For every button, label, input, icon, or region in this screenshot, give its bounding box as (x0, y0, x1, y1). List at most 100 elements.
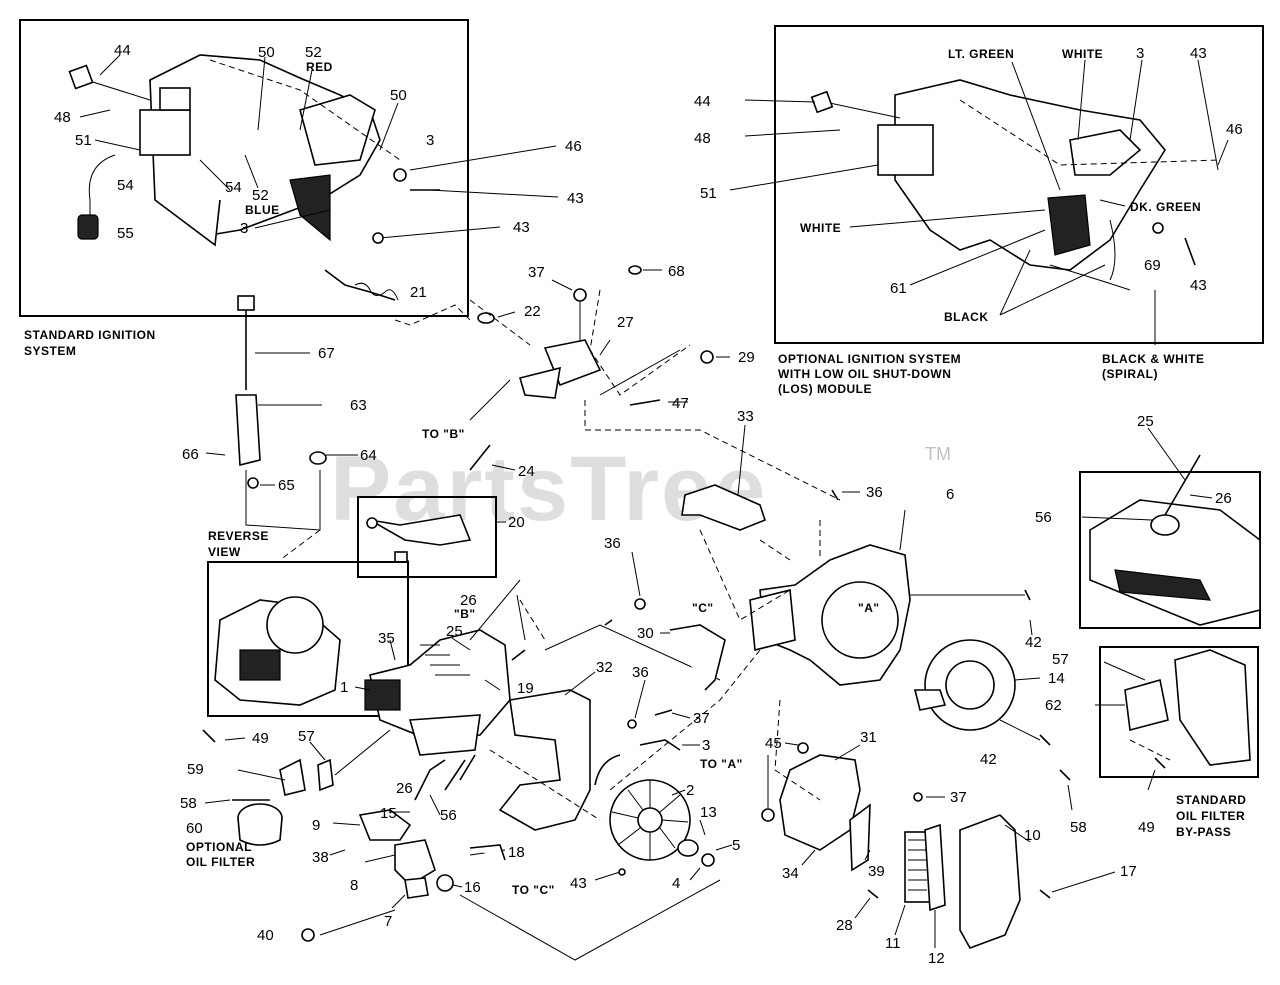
callout-25: 25 (446, 623, 463, 640)
callout-28: 28 (836, 917, 853, 934)
callout-57: 57 (298, 728, 315, 745)
fan-hub-13 (677, 839, 699, 857)
callout-50-b: 50 (390, 87, 407, 104)
los-module-61 (1047, 194, 1091, 256)
callout-3-optional: 3 (1136, 45, 1144, 62)
callout-52: 52 (305, 44, 322, 61)
black-white-spiral-label-1: BLACK & WHITE (1102, 352, 1205, 366)
carburetor-group: 15 9 38 8 7 40 16 26 56 18 TO "C" (257, 754, 721, 961)
callout-3-flywheel: 3 (702, 737, 710, 754)
callout-8: 8 (350, 877, 358, 894)
callout-51: 51 (75, 132, 92, 149)
standard-ignition-label-2: SYSTEM (24, 344, 76, 358)
callout-59: 59 (187, 761, 204, 778)
watermark-text: PartsTree (330, 438, 767, 540)
callout-64: 64 (360, 447, 377, 464)
clip-57 (317, 758, 334, 792)
wire-white-left-label: WHITE (800, 221, 841, 235)
bypass-inset-frame (1099, 646, 1259, 778)
callout-58: 58 (180, 795, 197, 812)
optional-ignition-label-2: WITH LOW OIL SHUT-DOWN (778, 367, 951, 381)
wire-blue-label: BLUE (245, 203, 280, 217)
bracket-33-group: 33 (681, 408, 791, 621)
callout-21: 21 (410, 284, 427, 301)
standard-ignition-inset: 44 48 51 54 55 54 50 52 RED 50 52 BLUE 3… (19, 19, 584, 317)
cylinder-block-1 (369, 629, 511, 741)
black-white-spiral-label-2: (SPIRAL) (1102, 367, 1158, 381)
callout-58-bypass: 58 (1070, 819, 1087, 836)
callout-42-b: 42 (980, 751, 997, 768)
callout-13: 13 (700, 804, 717, 821)
callout-10: 10 (1024, 827, 1041, 844)
optional-ignition-inset: 44 48 51 LT. GREEN WHITE 3 43 46 DK. GRE… (694, 25, 1264, 345)
choke-detail-inset: 25 26 56 (1035, 413, 1261, 629)
wire-dk-green-label: DK. GREEN (1130, 200, 1201, 214)
callout-25-detail: 25 (1137, 413, 1154, 430)
callout-19: 19 (517, 680, 534, 697)
ref-a-label: "A" (858, 601, 880, 615)
callout-68: 68 (668, 263, 685, 280)
callout-3: 3 (426, 132, 434, 149)
optional-shroud-shape (894, 79, 1166, 271)
callout-63: 63 (350, 397, 367, 414)
callout-36-left: 36 (604, 535, 621, 552)
callout-43-b: 43 (513, 219, 530, 236)
to-c-label: TO "C" (512, 883, 555, 897)
to-b-label: TO "B" (422, 427, 465, 441)
reverse-view-label-1: REVERSE (208, 529, 269, 543)
reverse-view-inset (207, 560, 409, 717)
callout-67: 67 (318, 345, 335, 362)
callout-30: 30 (637, 625, 654, 642)
callout-42: 42 (1025, 634, 1042, 651)
optional-oil-filter-group: 49 59 58 60 57 OPTIONAL OIL FILTER (180, 728, 391, 869)
callout-33: 33 (737, 408, 754, 425)
callout-66: 66 (182, 446, 199, 463)
carburetor-9 (358, 809, 412, 841)
air-cleaner-base-31 (779, 754, 861, 851)
callout-46: 46 (565, 138, 582, 155)
callout-9: 9 (312, 817, 320, 834)
callout-37-air: 37 (950, 789, 967, 806)
callout-43-optional-b: 43 (1190, 277, 1207, 294)
callout-2: 2 (686, 782, 694, 799)
callout-29: 29 (738, 349, 755, 366)
standard-ignition-frame (19, 19, 469, 317)
to-a-label: TO "A" (700, 757, 743, 771)
callout-26-detail: 26 (1215, 490, 1232, 507)
dipstick-cap-67 (237, 295, 255, 311)
adapter-59 (279, 758, 306, 796)
callout-32: 32 (596, 659, 613, 676)
flywheel-group: 3 TO "A" 2 13 5 4 43 (570, 737, 743, 892)
bypass-label-3: BY-PASS (1176, 825, 1231, 839)
wire-white-top-label: WHITE (1062, 47, 1103, 61)
rewind-starter-group: 14 42 (913, 639, 1065, 768)
callout-51-optional: 51 (700, 185, 717, 202)
ref-b-label: "B" (454, 607, 476, 621)
air-cleaner-cover-10 (959, 814, 1021, 949)
bolt-37 (573, 288, 587, 302)
callout-35: 35 (378, 630, 395, 647)
bracket-30 (669, 624, 726, 691)
callout-36-housing: 36 (866, 484, 883, 501)
callout-48: 48 (54, 109, 71, 126)
standard-ignition-label-1: STANDARD IGNITION (24, 328, 156, 342)
callout-60: 60 (186, 820, 203, 837)
callout-47: 47 (672, 395, 689, 412)
callout-36-lower: 36 (632, 664, 649, 681)
callout-57-bypass: 57 (1052, 651, 1069, 668)
cylinder-baffle-group: 32 (498, 619, 721, 831)
callout-55: 55 (117, 225, 134, 242)
callout-18: 18 (508, 844, 525, 861)
bypass-label-1: STANDARD (1176, 793, 1246, 807)
optional-oil-filter-label-1: OPTIONAL (186, 840, 252, 854)
callout-52-b: 52 (252, 187, 269, 204)
ref-c-label: "C" (692, 601, 714, 615)
bracket-33 (681, 484, 766, 531)
governor-linkage-group: TO "B" 21 22 37 68 27 29 47 24 (324, 263, 841, 501)
callout-56: 56 (440, 807, 457, 824)
fill-tube-63 (235, 394, 261, 467)
baffle-32 (498, 689, 591, 831)
optional-ignition-frame (774, 25, 1264, 344)
optional-ignition-label-3: (LOS) MODULE (778, 382, 872, 396)
callout-49-bypass: 49 (1138, 819, 1155, 836)
